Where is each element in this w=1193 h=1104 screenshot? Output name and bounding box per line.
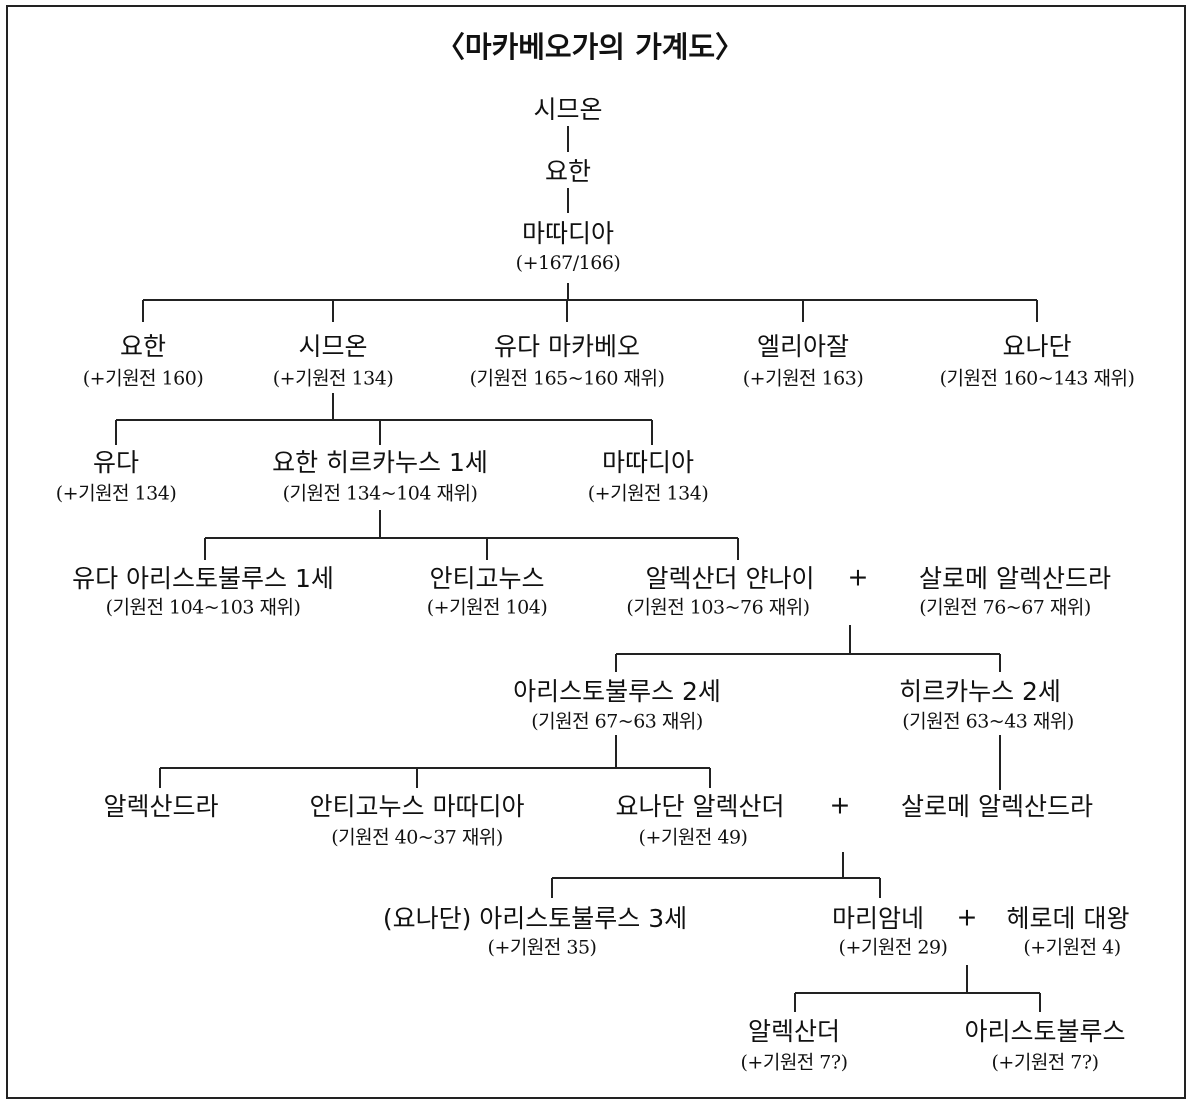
- person-name: 유다 아리스토불루스 1세: [72, 564, 334, 593]
- person-note: (기원전 63~43 재위): [902, 710, 1074, 733]
- person-name: 아리스토불루스: [964, 1017, 1126, 1046]
- person-name: 알렉산더: [747, 1017, 841, 1046]
- person-name: 요한: [119, 332, 167, 361]
- person-name: 마따디아: [521, 219, 615, 248]
- connector: [115, 393, 653, 445]
- person-note: (기원전 40~37 재위): [331, 826, 503, 849]
- person-name: 엘리아잘: [756, 332, 850, 361]
- person-note: (+기원전 49): [638, 826, 748, 849]
- marriage-symbol: +: [956, 902, 978, 932]
- person-note: (+기원전 134): [587, 482, 709, 505]
- person-name: 요한 히르카누스 1세: [272, 448, 488, 477]
- diagram-frame: [6, 5, 1186, 1099]
- person-note: (기원전 104~103 재위): [105, 596, 301, 619]
- person-name: 마따디아: [601, 448, 695, 477]
- person-note: (+기원전 4): [1023, 936, 1121, 959]
- person-name: 히르카누스 2세: [899, 677, 1061, 706]
- marriage-symbol: +: [829, 790, 851, 820]
- person-name: 살로메 알렉산드라: [901, 792, 1093, 821]
- person-note: (+기원전 104): [426, 596, 548, 619]
- person-name: 알렉산드라: [103, 792, 219, 821]
- person-name: 유다 마카베오: [494, 332, 640, 361]
- person-name: 헤로데 대왕: [1006, 904, 1130, 933]
- person-name: 유다: [92, 448, 140, 477]
- person-note: (기원전 76~67 재위): [919, 596, 1091, 619]
- connector: [204, 510, 739, 560]
- connector: [142, 299, 1038, 322]
- person-note: (+기원전 7?): [740, 1051, 849, 1074]
- person-note: (기원전 103~76 재위): [626, 596, 810, 619]
- person-name: (요나단) 아리스토불루스 3세: [382, 904, 688, 933]
- person-name: 요나단 알렉산더: [615, 792, 785, 821]
- person-note: (+기원전 134): [272, 367, 394, 390]
- person-name: 시므온: [533, 95, 603, 124]
- connector: [615, 625, 1001, 672]
- person-name: 살로메 알렉산드라: [919, 564, 1111, 593]
- person-note: (+기원전 134): [55, 482, 177, 505]
- marriage-symbol: +: [847, 562, 869, 592]
- person-name: 마리암네: [831, 904, 925, 933]
- diagram-title: 〈마카베오가의 가계도〉: [435, 30, 745, 64]
- person-note: (기원전 160~143 재위): [939, 367, 1135, 390]
- person-note: (+167/166): [515, 252, 621, 274]
- person-name: 요한: [544, 157, 592, 186]
- person-name: 시므온: [298, 332, 368, 361]
- person-note: (기원전 134~104 재위): [282, 482, 478, 505]
- connector: [551, 852, 881, 898]
- person-name: 아리스토불루스 2세: [513, 677, 721, 706]
- person-note: (+기원전 35): [487, 936, 597, 959]
- person-name: 안티고누스 마따디아: [309, 792, 525, 821]
- person-note: (+기원전 160): [82, 367, 204, 390]
- person-note: (기원전 67~63 재위): [531, 710, 703, 733]
- connector: [159, 735, 1001, 790]
- person-name: 알렉산더 얀나이: [645, 564, 815, 593]
- person-name: 안티고누스: [429, 564, 545, 593]
- person-note: (+기원전 29): [838, 936, 948, 959]
- person-note: (기원전 165~160 재위): [469, 367, 665, 390]
- connector: [794, 965, 1041, 1012]
- person-note: (+기원전 7?): [991, 1051, 1100, 1074]
- person-name: 요나단: [1002, 332, 1072, 361]
- person-note: (+기원전 163): [742, 367, 864, 390]
